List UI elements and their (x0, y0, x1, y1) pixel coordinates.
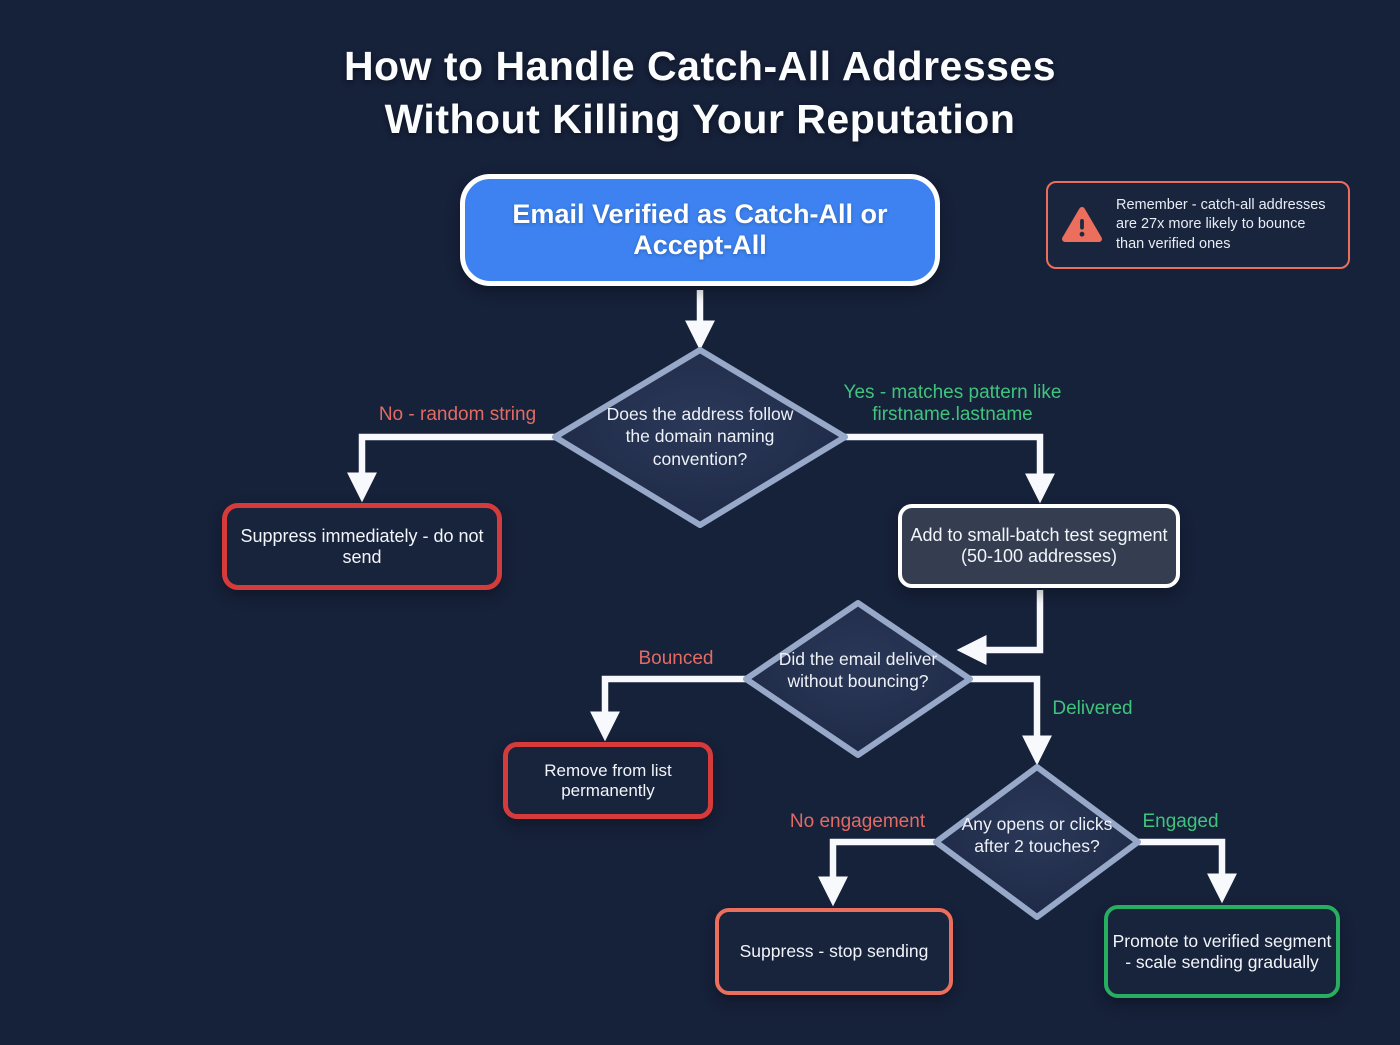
node-suppress-immediately-label: Suppress immediately - do not send (240, 525, 484, 567)
edge-label-no-random: No - random string (378, 404, 537, 425)
edge-label-delivered: Delivered (1052, 698, 1133, 719)
edge-label-bounced: Bounced (638, 648, 714, 669)
edge-bounced (590, 675, 747, 742)
node-promote-verified-label: Promote to verified segment - scale send… (1112, 930, 1332, 972)
decision-engagement-diamond (933, 764, 1141, 920)
node-start: Email Verified as Catch-All or Accept-Al… (460, 174, 940, 286)
page-title: How to Handle Catch-All Addresses Withou… (0, 40, 1400, 146)
edge-segment-to-bounce (956, 590, 1044, 665)
node-promote-verified: Promote to verified segment - scale send… (1104, 905, 1340, 998)
node-suppress-stop: Suppress - stop sending (715, 908, 953, 995)
node-remove-permanently: Remove from list permanently (503, 742, 713, 819)
edge-delivered (970, 675, 1052, 766)
node-suppress-stop-label: Suppress - stop sending (739, 941, 929, 961)
node-suppress-immediately: Suppress immediately - do not send (222, 503, 502, 590)
edge-naming-yes (843, 433, 1055, 504)
edge-label-no-engagement: No engagement (789, 811, 926, 832)
decision-bounce-diamond (743, 600, 973, 758)
decision-engagement-label: Any opens or clicks after 2 touches? (961, 814, 1113, 857)
decision-naming-label: Does the address follow the domain namin… (606, 404, 794, 469)
decision-naming-diamond (552, 347, 848, 528)
warning-text: Remember - catch-all addresses are 27x m… (1116, 196, 1326, 252)
node-remove-permanently-label: Remove from list permanently (544, 760, 672, 800)
node-start-label: Email Verified as Catch-All or Accept-Al… (512, 199, 888, 260)
node-add-test-segment-label: Add to small-batch test segment (50-100 … (910, 525, 1168, 566)
decision-bounce-label: Did the email deliver without bouncing? (778, 649, 938, 692)
node-add-test-segment: Add to small-batch test segment (50-100 … (898, 504, 1180, 588)
edge-naming-no (347, 433, 557, 503)
edge-label-engaged: Engaged (1142, 811, 1219, 832)
page-title-line1: How to Handle Catch-All Addresses (343, 43, 1057, 89)
warning-triangle-icon (1062, 207, 1102, 242)
edge-no-engagement (818, 838, 935, 907)
page-title-line2: Without Killing Your Reputation (384, 96, 1016, 142)
edge-engaged (1138, 838, 1237, 904)
warning-callout: Remember - catch-all addresses are 27x m… (1046, 181, 1350, 269)
edge-label-yes-pattern: Yes - matches pattern like firstname.las… (843, 382, 1062, 425)
